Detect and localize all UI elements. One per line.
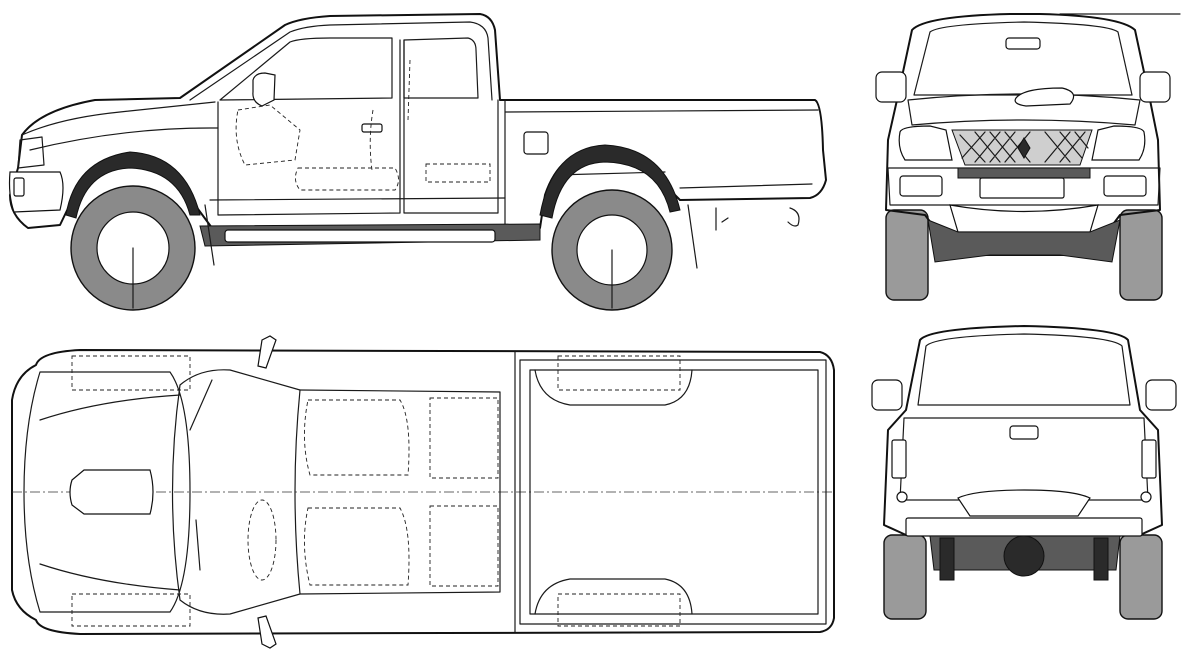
front-skid-plate <box>949 204 1099 233</box>
side-rear-seat <box>425 163 491 183</box>
side-step-bar <box>224 229 496 243</box>
side-door-front <box>217 39 401 216</box>
side-fuel-door <box>523 131 549 155</box>
rear-left-tire <box>883 534 927 620</box>
side-window-rear <box>403 37 479 99</box>
rear-right-shock <box>1093 537 1109 581</box>
front-hood-scoop <box>1014 87 1075 107</box>
top-roof <box>299 389 501 595</box>
rear-left-reflector <box>896 491 908 503</box>
front-right-mirror <box>1139 71 1171 103</box>
rear-view <box>871 325 1177 620</box>
side-steering <box>369 59 411 171</box>
top-bed-inner <box>529 369 819 615</box>
side-rear-flare <box>539 144 681 219</box>
rear-right-reflector <box>1140 491 1152 503</box>
top-wheelwells <box>534 369 693 615</box>
top-hood-outline <box>23 371 191 613</box>
top-hood-scoop <box>69 469 154 515</box>
front-left-tire <box>885 209 929 301</box>
rear-left-mirror <box>871 379 903 411</box>
side-seat-outline <box>235 104 301 166</box>
front-left-mirror <box>875 71 907 103</box>
top-mirror-right <box>257 615 277 649</box>
top-wheel-dashes <box>71 355 681 627</box>
side-roof-inner <box>189 21 493 101</box>
rear-right-tire <box>1119 534 1163 620</box>
side-bed-rail <box>504 99 819 231</box>
side-mirror <box>252 72 276 107</box>
rear-body-outline <box>883 325 1163 536</box>
side-door-rear <box>403 39 499 214</box>
top-bed-outer <box>514 351 827 633</box>
side-rear-hardware <box>715 207 800 231</box>
rear-window <box>917 333 1131 406</box>
front-windshield <box>913 21 1133 96</box>
side-turn-signal <box>13 177 25 197</box>
front-right-headlight <box>1091 125 1146 161</box>
side-lower-line <box>209 171 813 201</box>
side-headlight <box>17 136 45 169</box>
rear-right-taillight <box>1141 439 1157 479</box>
rear-left-taillight <box>891 439 907 479</box>
rear-left-shock <box>939 537 955 581</box>
front-license-plate <box>979 177 1065 199</box>
top-body-outline <box>11 349 835 635</box>
rear-plate-recess <box>957 489 1091 517</box>
side-window-front <box>219 37 393 101</box>
top-steering-wheel <box>247 499 277 581</box>
rear-right-mirror <box>1145 379 1177 411</box>
rear-bumper <box>905 517 1143 537</box>
top-mirror-left <box>257 335 277 369</box>
side-mudflap-front <box>204 204 215 266</box>
side-belt-line <box>29 127 219 151</box>
side-door-handle <box>361 123 383 133</box>
front-left-foglight <box>899 175 943 197</box>
top-wipers <box>189 379 213 571</box>
front-interior-mirror <box>1005 37 1041 50</box>
front-left-headlight <box>898 125 953 161</box>
front-underbody <box>927 219 1121 263</box>
side-hood <box>21 101 216 136</box>
side-seat-base <box>295 167 399 191</box>
top-rear-seats <box>429 397 499 587</box>
front-bumper-strip <box>957 167 1091 179</box>
top-seat-right <box>303 507 410 586</box>
side-front-flare <box>65 151 201 219</box>
front-right-foglight <box>1103 175 1147 197</box>
front-right-tire <box>1119 209 1163 301</box>
top-view <box>11 335 835 649</box>
rear-tailgate-handle <box>1009 425 1039 440</box>
front-view <box>875 13 1181 301</box>
front-emblem <box>1017 137 1031 159</box>
rear-differential <box>1003 535 1045 577</box>
front-hood <box>907 93 1141 126</box>
top-seat-left <box>303 399 410 476</box>
side-view <box>8 13 827 311</box>
top-hood-creases <box>39 394 181 591</box>
side-mudflap-rear <box>687 204 698 269</box>
front-grille-mesh <box>959 131 1089 163</box>
